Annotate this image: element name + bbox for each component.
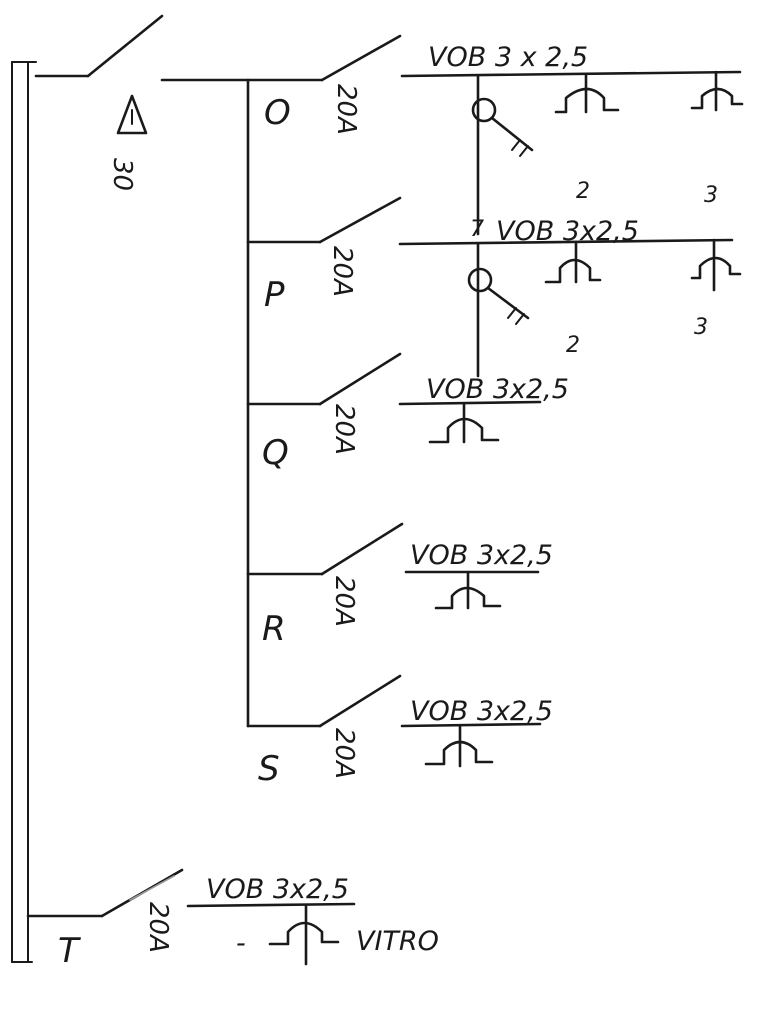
socket-outlet-icon	[554, 72, 620, 114]
circuit-q-rating: 20A	[329, 404, 359, 455]
circuit-p-mark: 2	[566, 333, 580, 358]
circuit-s-cable: VOB 3x2,5	[410, 696, 553, 727]
socket-outlet-icon	[268, 904, 340, 966]
circuit-o-rating: 20A	[331, 84, 361, 135]
circuit-t-id: T	[58, 931, 81, 971]
circuit-p-id: P	[264, 275, 285, 315]
circuit-t-dash: -	[236, 928, 246, 959]
circuit-q	[246, 352, 542, 444]
circuit-o-id: O	[264, 93, 291, 133]
circuit-s-id: S	[258, 749, 280, 789]
circuit-t-rating: 20A	[143, 902, 173, 953]
circuit-p-mark: 2	[576, 179, 590, 204]
main-bus-bar	[11, 61, 37, 963]
circuit-r-rating: 20A	[329, 576, 359, 627]
circuit-p-mark: 7	[470, 217, 484, 242]
key-switch-icon	[467, 267, 530, 325]
circuit-p-mark: 3	[694, 315, 708, 340]
socket-outlet-icon	[434, 570, 502, 610]
socket-outlet-icon	[428, 402, 500, 444]
circuit-p	[246, 196, 742, 378]
circuit-o-cable: VOB 3 x 2,5	[428, 42, 588, 73]
main-breaker	[34, 14, 250, 82]
socket-outlet-icon	[690, 70, 744, 112]
main-breaker-rating: 30	[107, 158, 137, 191]
key-switch-icon	[471, 97, 534, 157]
circuit-r	[246, 522, 540, 610]
socket-outlet-icon	[424, 724, 494, 768]
circuit-o	[246, 34, 744, 236]
circuit-r-cable: VOB 3x2,5	[410, 540, 553, 571]
circuit-p-rating: 20A	[327, 246, 357, 297]
circuit-s	[246, 674, 542, 768]
circuit-s-rating: 20A	[329, 728, 359, 779]
circuit-p-cable: VOB 3x2,5	[496, 216, 639, 247]
socket-outlet-icon	[544, 240, 602, 284]
socket-outlet-icon	[690, 238, 742, 292]
circuit-q-cable: VOB 3x2,5	[426, 374, 569, 405]
circuit-t-cable: VOB 3x2,5	[206, 874, 349, 905]
circuit-q-id: Q	[262, 433, 289, 473]
circuit-r-id: R	[262, 609, 286, 649]
circuit-t	[26, 868, 356, 966]
earth-delta-icon	[116, 94, 148, 135]
circuit-t-label: VITRO	[356, 926, 439, 957]
circuit-p-mark: 3	[704, 183, 718, 208]
